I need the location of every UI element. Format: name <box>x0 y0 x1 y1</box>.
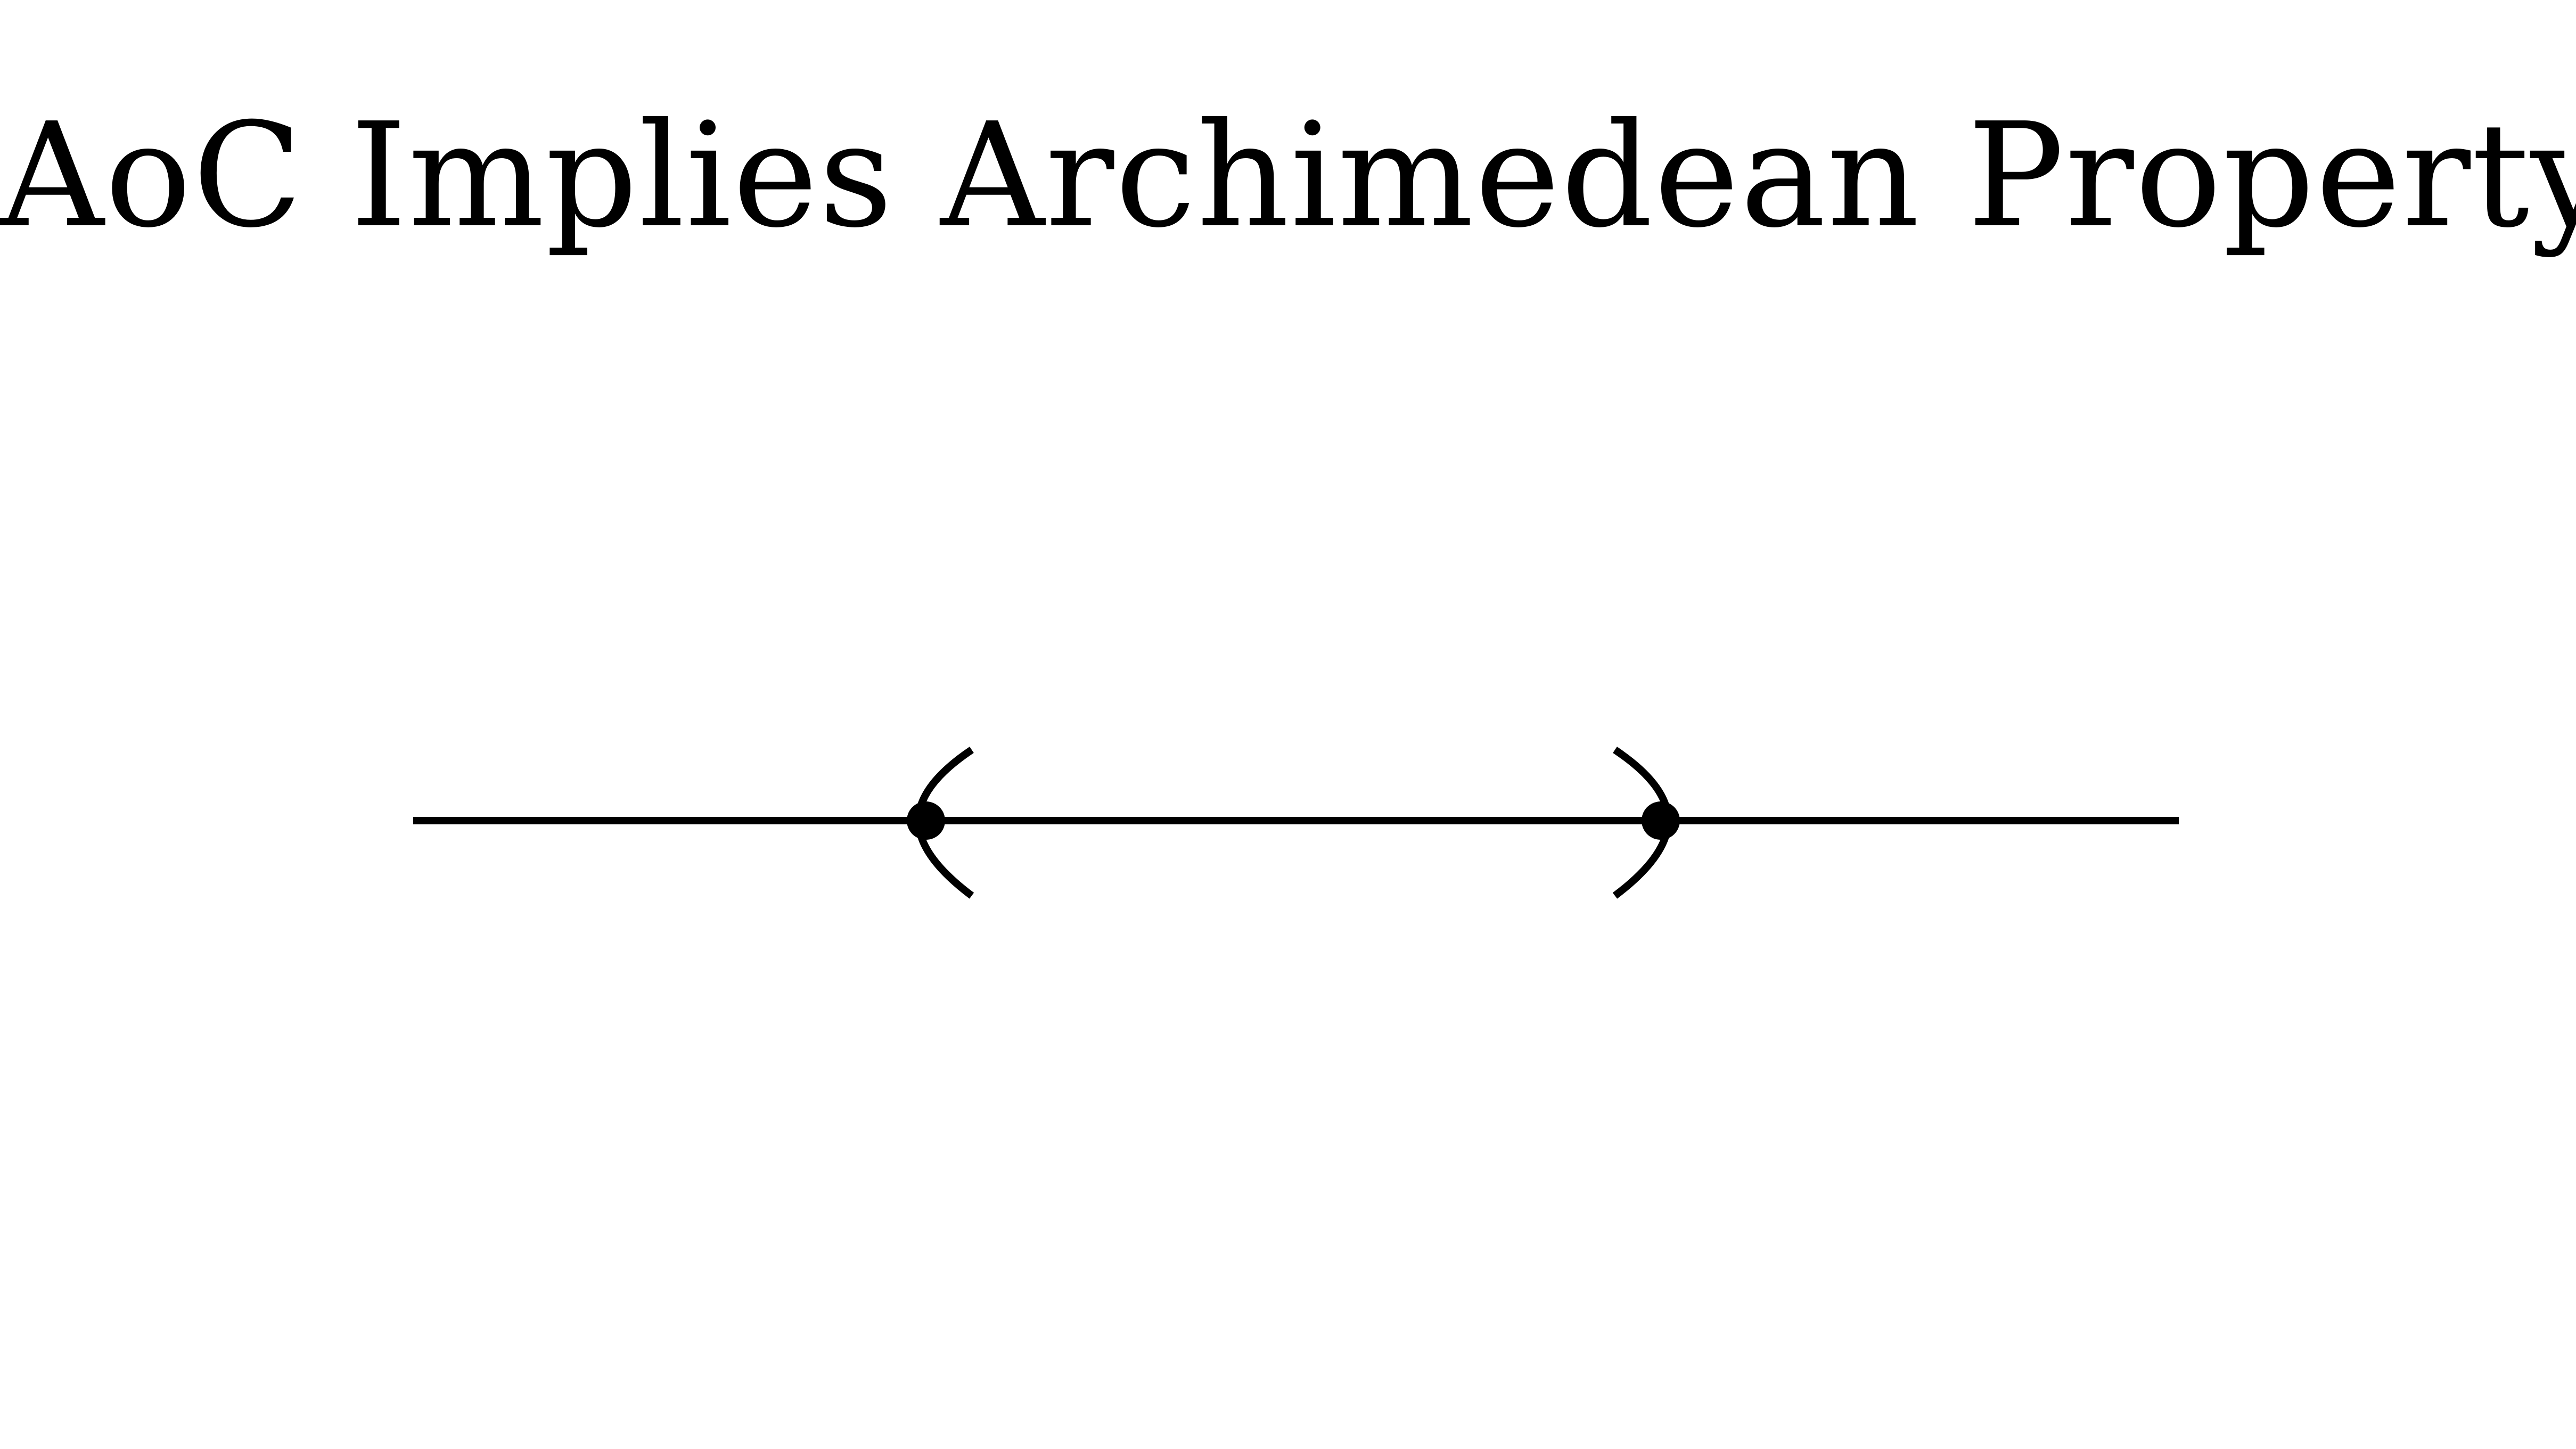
page-title: AoC Implies Archimedean Property <box>0 92 2576 259</box>
right-endpoint-dot <box>1642 801 1680 840</box>
left-endpoint-dot <box>907 801 945 840</box>
